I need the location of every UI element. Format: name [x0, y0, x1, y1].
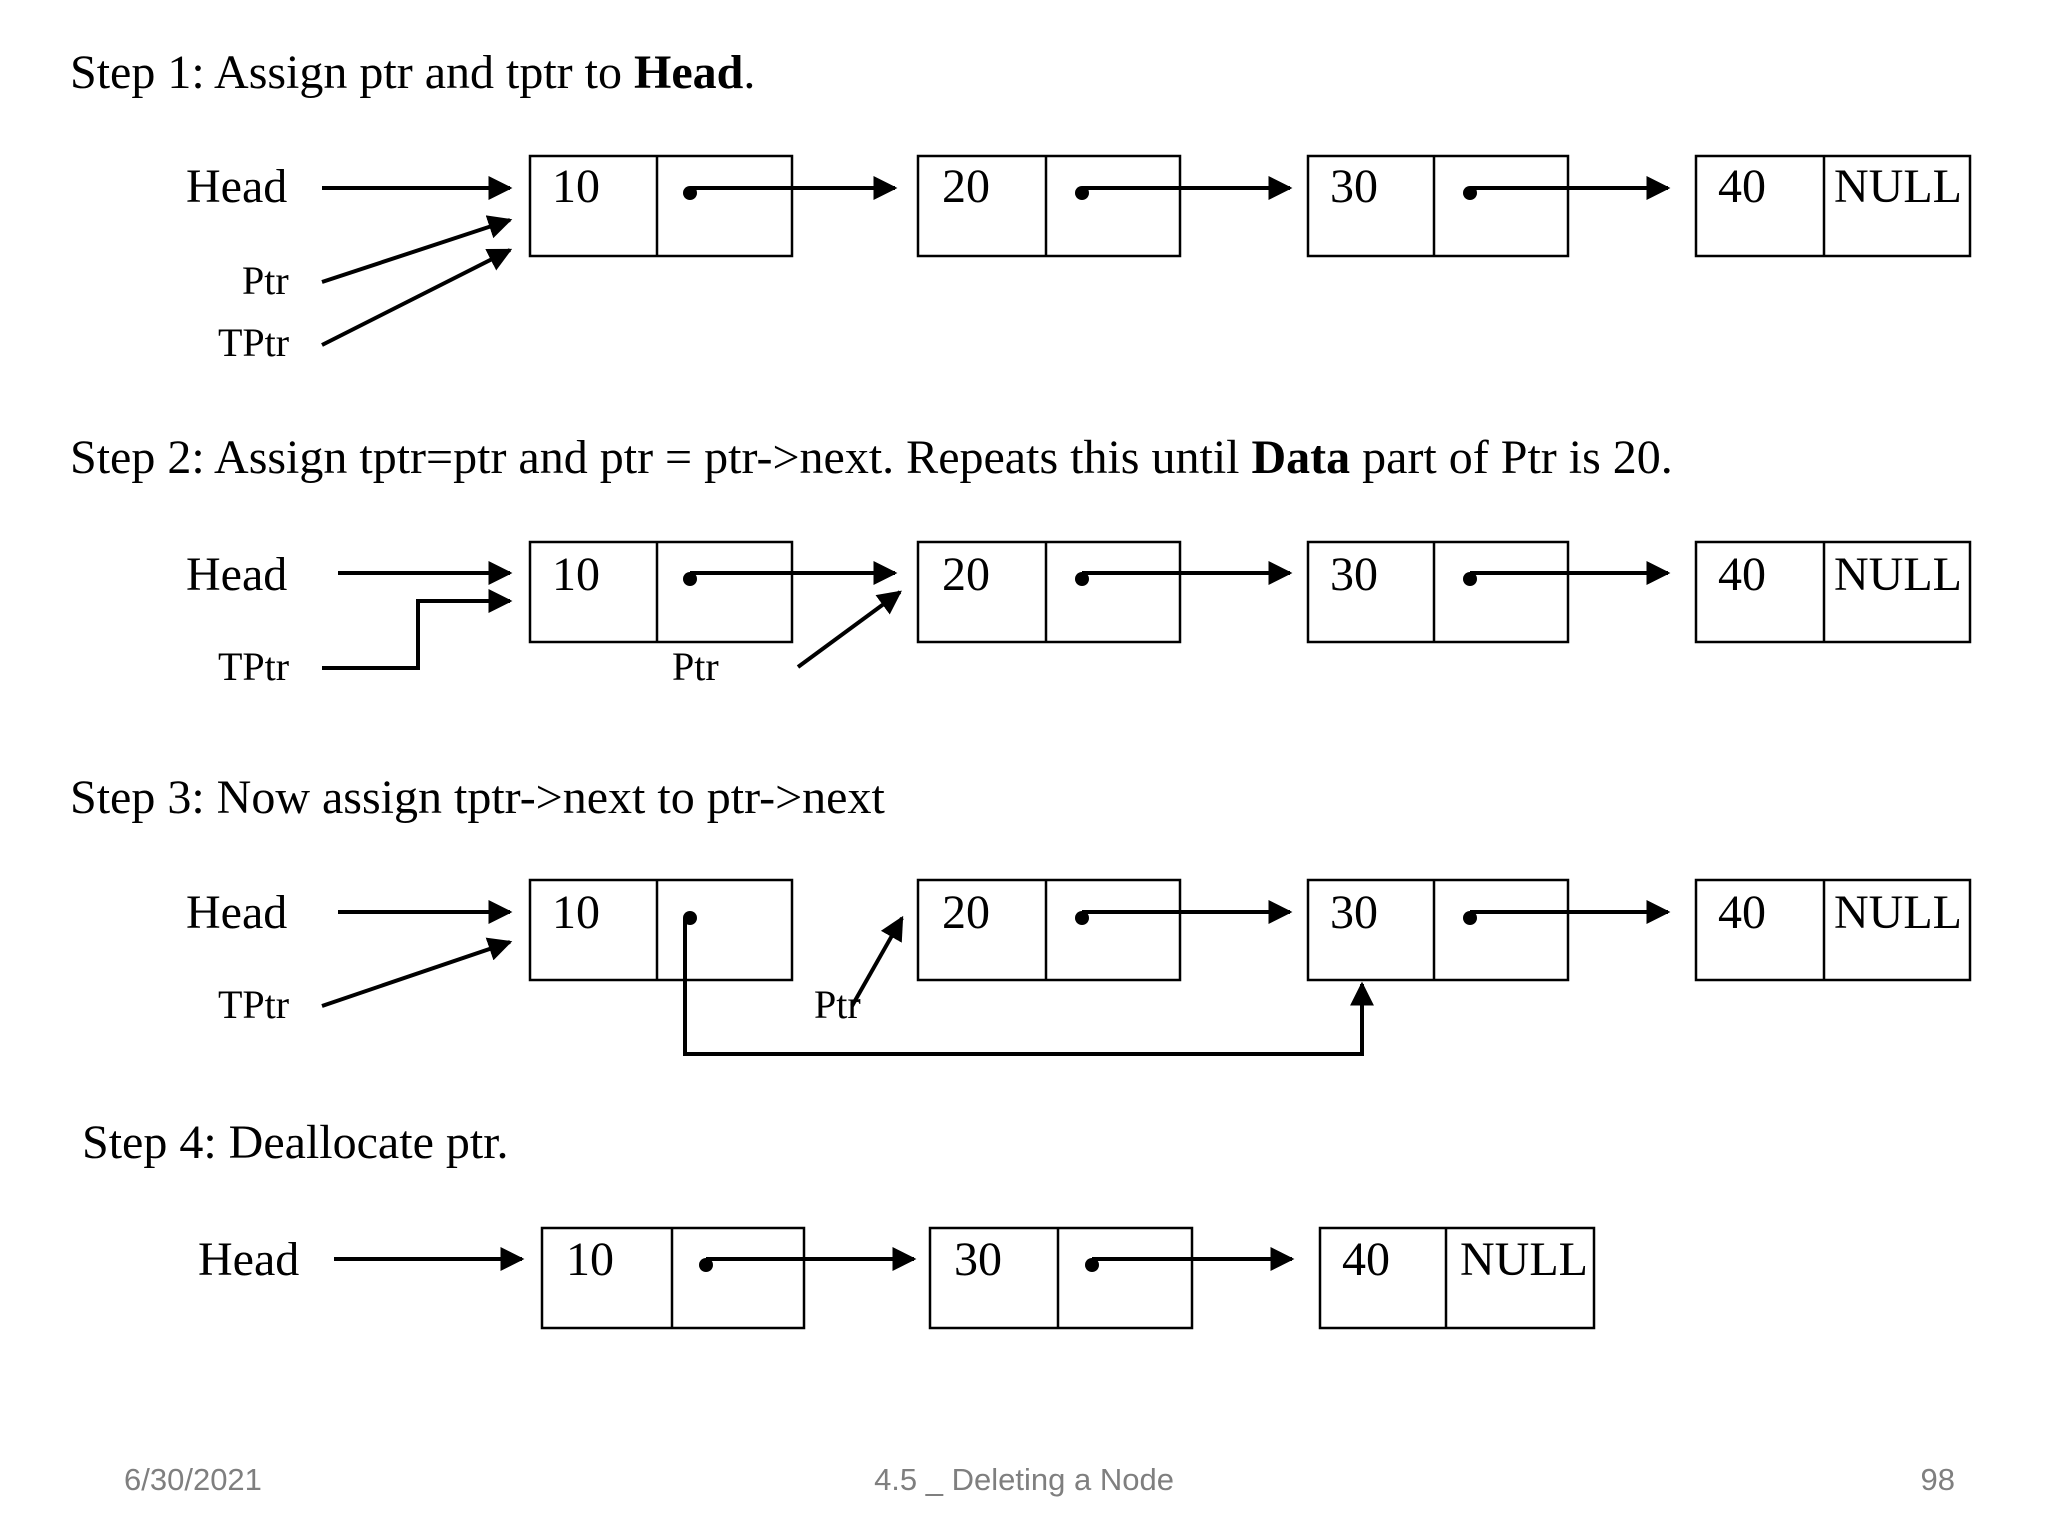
step-3-heading: Step 3: Now assign tptr->next to ptr->ne…: [70, 771, 885, 824]
ptr-label: Ptr: [242, 258, 289, 303]
step-1-diagram: Head Ptr TPtr 10 20 30: [186, 154, 1972, 365]
svg-text:10: 10: [566, 1233, 614, 1286]
head-label: Head: [186, 160, 287, 213]
svg-text:NULL: NULL: [1834, 548, 1962, 601]
svg-text:10: 10: [552, 160, 600, 213]
step-2-heading: Step 2: Assign tptr=ptr and ptr = ptr->n…: [70, 431, 1673, 484]
tptr-label: TPtr: [218, 982, 289, 1027]
step-4-heading: Step 4: Deallocate ptr.: [82, 1116, 509, 1169]
step-3-diagram: Head TPtr Ptr 10 20 30: [186, 878, 1972, 1056]
svg-text:30: 30: [1330, 548, 1378, 601]
svg-text:NULL: NULL: [1460, 1233, 1588, 1286]
svg-text:NULL: NULL: [1834, 160, 1962, 213]
node-40: 40 NULL: [1694, 878, 1972, 982]
svg-text:40: 40: [1342, 1233, 1390, 1286]
step-1-heading: Step 1: Assign ptr and tptr to Head.: [70, 46, 755, 99]
svg-text:10: 10: [552, 886, 600, 939]
node-10: 10: [528, 154, 898, 258]
node-20: 20: [916, 878, 1293, 982]
step-4-diagram: Head 10 30 40 NULL: [198, 1226, 1596, 1330]
page-number: 98: [1920, 1462, 1955, 1497]
tptr-label: TPtr: [218, 320, 289, 365]
node-10: 10: [528, 878, 794, 982]
svg-text:20: 20: [942, 548, 990, 601]
tptr-label: TPtr: [218, 644, 289, 689]
svg-text:10: 10: [552, 548, 600, 601]
svg-text:40: 40: [1718, 886, 1766, 939]
node-10: 10: [540, 1226, 917, 1330]
node-40: 40 NULL: [1694, 540, 1972, 644]
node-20: 20: [916, 154, 1293, 258]
node-30: 30: [1306, 154, 1671, 258]
footer-date: 6/30/2021: [124, 1462, 262, 1497]
svg-text:NULL: NULL: [1834, 886, 1962, 939]
node-10: 10: [528, 540, 898, 644]
svg-text:40: 40: [1718, 548, 1766, 601]
node-40: 40 NULL: [1694, 154, 1972, 258]
svg-text:30: 30: [1330, 886, 1378, 939]
svg-text:20: 20: [942, 160, 990, 213]
footer-title: 4.5 _ Deleting a Node: [874, 1462, 1174, 1497]
step-2-diagram: Head TPtr Ptr 10 20 30: [186, 540, 1972, 689]
node-30: 30: [928, 1226, 1295, 1330]
head-label: Head: [186, 886, 287, 939]
svg-text:30: 30: [954, 1233, 1002, 1286]
node-30: 30: [1306, 540, 1671, 644]
head-label: Head: [186, 548, 287, 601]
ptr-label: Ptr: [672, 644, 719, 689]
svg-text:30: 30: [1330, 160, 1378, 213]
node-20: 20: [916, 540, 1293, 644]
svg-text:40: 40: [1718, 160, 1766, 213]
node-40: 40 NULL: [1318, 1226, 1596, 1330]
bypass-link: [683, 918, 1374, 1056]
head-label: Head: [198, 1233, 299, 1286]
node-30: 30: [1306, 878, 1671, 982]
svg-text:20: 20: [942, 886, 990, 939]
